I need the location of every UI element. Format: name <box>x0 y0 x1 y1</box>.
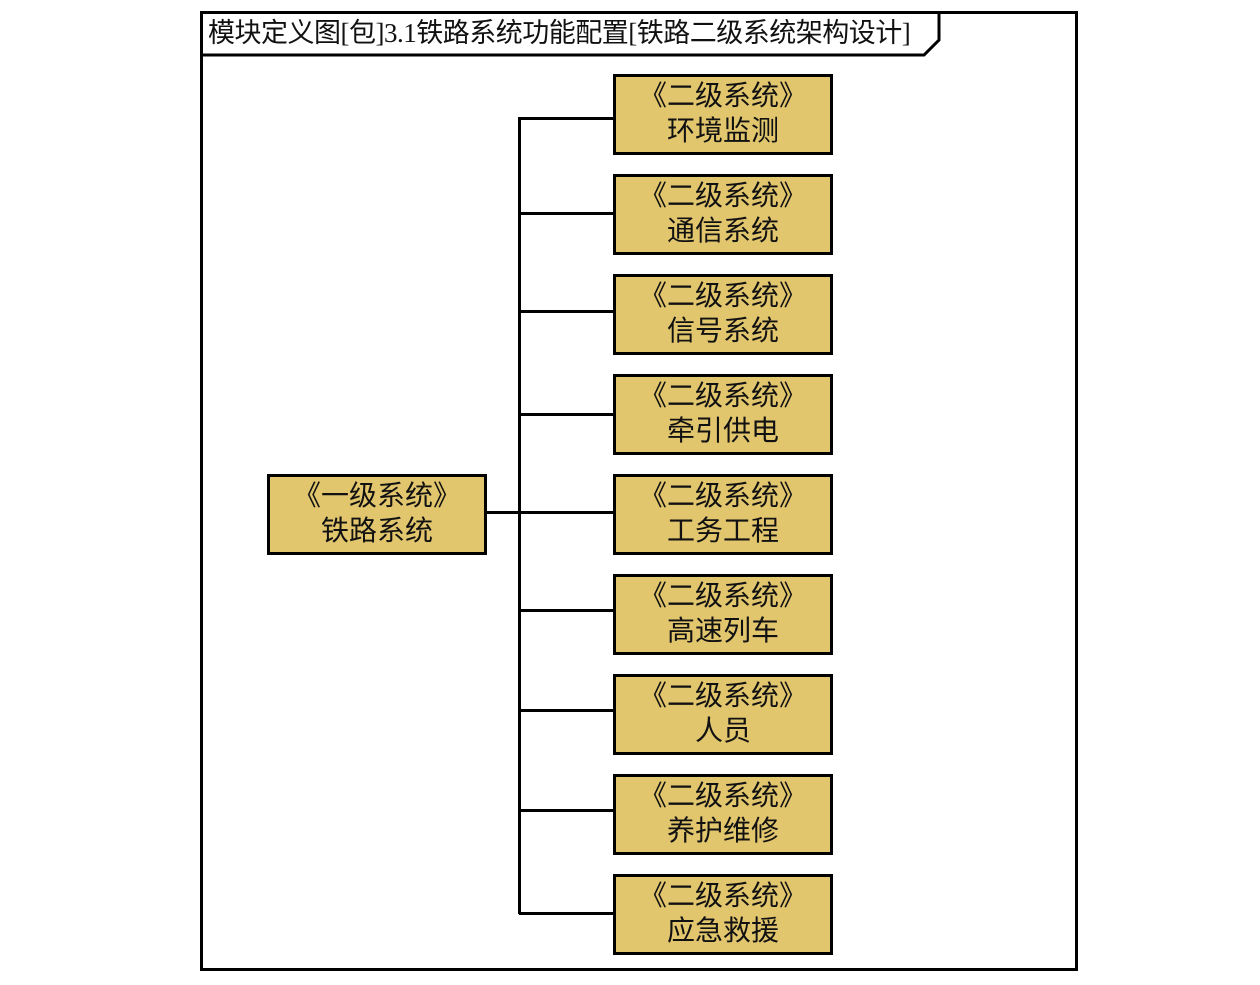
child-stereotype: 《二级系统》 <box>638 681 807 712</box>
title-tab <box>200 11 941 57</box>
child-block[interactable]: 《二级系统》通信系统 <box>613 174 833 255</box>
child-connector <box>519 609 614 612</box>
child-stereotype: 《二级系统》 <box>638 781 807 812</box>
child-stereotype: 《二级系统》 <box>638 81 807 112</box>
child-block[interactable]: 《二级系统》养护维修 <box>613 774 833 855</box>
child-connector <box>519 413 614 416</box>
child-name: 应急救援 <box>666 916 779 947</box>
root-connector <box>487 511 520 514</box>
child-name: 通信系统 <box>666 216 779 247</box>
child-connector <box>519 511 614 514</box>
child-name: 高速列车 <box>666 616 779 647</box>
child-block[interactable]: 《二级系统》应急救援 <box>613 874 833 955</box>
child-name: 环境监测 <box>666 116 779 147</box>
child-connector <box>519 117 614 120</box>
root-block[interactable]: 《一级系统》 铁路系统 <box>267 474 487 555</box>
child-connector <box>519 310 614 313</box>
child-stereotype: 《二级系统》 <box>638 581 807 612</box>
child-name: 人员 <box>694 716 751 747</box>
root-stereotype: 《一级系统》 <box>292 481 461 512</box>
child-stereotype: 《二级系统》 <box>638 381 807 412</box>
diagram-frame <box>200 11 1078 971</box>
child-stereotype: 《二级系统》 <box>638 181 807 212</box>
child-block[interactable]: 《二级系统》环境监测 <box>613 74 833 155</box>
child-block[interactable]: 《二级系统》牵引供电 <box>613 374 833 455</box>
child-name: 养护维修 <box>666 816 779 847</box>
child-connector <box>519 809 614 812</box>
child-block[interactable]: 《二级系统》高速列车 <box>613 574 833 655</box>
child-block[interactable]: 《二级系统》工务工程 <box>613 474 833 555</box>
diagram-title: 模块定义图[包]3.1铁路系统功能配置[铁路二级系统架构设计] <box>208 18 911 48</box>
child-name: 工务工程 <box>666 516 779 547</box>
child-block[interactable]: 《二级系统》人员 <box>613 674 833 755</box>
child-stereotype: 《二级系统》 <box>638 881 807 912</box>
child-block[interactable]: 《二级系统》信号系统 <box>613 274 833 355</box>
child-stereotype: 《二级系统》 <box>638 481 807 512</box>
trunk-line <box>518 117 521 914</box>
child-connector <box>519 912 614 915</box>
root-name: 铁路系统 <box>320 516 433 547</box>
child-connector <box>519 212 614 215</box>
child-stereotype: 《二级系统》 <box>638 281 807 312</box>
child-name: 牵引供电 <box>666 416 779 447</box>
child-name: 信号系统 <box>666 316 779 347</box>
child-connector <box>519 709 614 712</box>
